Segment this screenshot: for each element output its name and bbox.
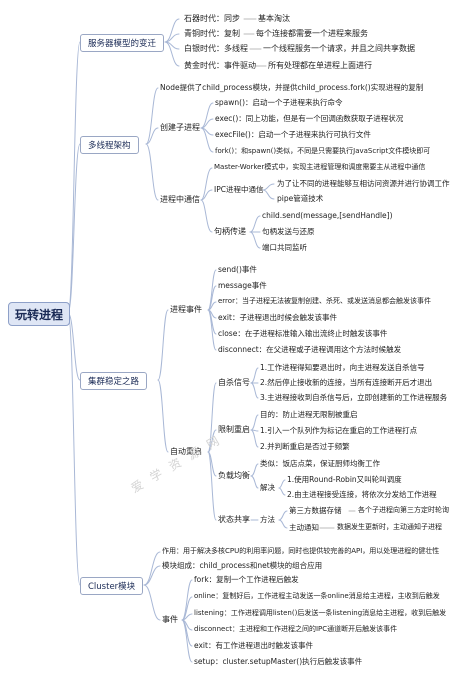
server-era-silver: 白银时代：多线程 — [184, 44, 248, 53]
cluster-event-setup: setup：cluster.setupMaster()执行后触发该事件 — [194, 657, 363, 666]
balance-solve-node[interactable]: 解决 — [260, 483, 275, 492]
load-balance-node[interactable]: 负载均衡 — [218, 471, 250, 480]
event-exit: exit：子进程退出时候会触发该事件 — [218, 313, 337, 322]
ipc-node[interactable]: 进程中通信 — [160, 195, 200, 204]
note-connectors — [243, 18, 356, 529]
cluster-compose: 模块组成：child_process和net模块的组合应用 — [162, 561, 323, 570]
ipc-channel-node[interactable]: IPC进程中通信 — [214, 185, 264, 194]
process-events-node[interactable]: 进程事件 — [170, 305, 202, 314]
server-era-gold: 黄金时代：事件驱动 — [184, 61, 256, 70]
signal-step-2: 2.然后停止接收新的连接，当所有连接断开后才退出 — [260, 378, 433, 387]
handle-restore: 句柄发送与还原 — [262, 227, 315, 236]
limit-queue: 1.引入一个队列作为标记在重启的工作进程打点 — [260, 426, 418, 435]
server-note-stone: 基本淘汰 — [258, 14, 290, 23]
event-send: send()事件 — [218, 265, 257, 274]
servers-node[interactable]: 服务器模型的变迁 — [80, 34, 165, 52]
auto-restart-node[interactable]: 自动重启 — [170, 447, 202, 456]
server-note-bronze: 每个连接都需要一个进程来服务 — [256, 29, 368, 38]
balance-analogy: 类似：饭店点菜，保证厨师均衡工作 — [260, 459, 380, 468]
handle-node[interactable]: 句柄传递 — [214, 227, 246, 236]
cluster-module-node[interactable]: Cluster模块 — [80, 577, 144, 595]
ipc-master: Master-Worker模式中，实现主进程管理和调度需要主从进程中通信 — [214, 163, 426, 171]
cluster-events-node[interactable]: 事件 — [162, 615, 178, 624]
share-notify: 主动通知 — [289, 523, 319, 532]
limit-goal: 目的：防止进程无限制被重启 — [260, 410, 358, 419]
signal-step-1: 1.工作进程得知要退出时，向主进程发送自杀信号 — [260, 363, 425, 372]
ipc-channel-pipe: pipe管道技术 — [277, 194, 324, 203]
share-third-note: 各个子进程向第三方定时轮询 — [358, 506, 449, 514]
create-execfile: execFile()：启动一个子进程来执行可执行文件 — [215, 130, 371, 139]
cluster-stable-node[interactable]: 集群稳定之路 — [80, 372, 148, 390]
server-note-silver: 一个线程服务一个请求，并且之间共享数据 — [263, 44, 415, 53]
balance-dispatch: 2.由主进程接受连接，将依次分发给工作进程 — [287, 490, 437, 499]
server-era-bronze: 青铜时代：复制 — [184, 29, 240, 38]
event-disconnect: disconnect：在父进程或子进程调用这个方法时候触发 — [218, 345, 402, 354]
ipc-channel-purpose: 为了让不同的进程能够互相访问资源并进行协调工作 — [277, 179, 450, 188]
signal-step-3: 3.主进程接收到自杀信号后，立即创建新的工作进程服务 — [260, 393, 448, 402]
cluster-event-online: online：复制好后，工作进程主动发送一条online消息给主进程，主收到后触… — [194, 592, 440, 600]
root-node[interactable]: 玩转进程 — [8, 302, 70, 326]
cluster-event-listening: listening：工作进程调用listen()后发送一条listening消息… — [194, 609, 447, 617]
share-notify-note: 数据发生更新时，主动通知子进程 — [337, 523, 442, 531]
event-message: message事件 — [218, 281, 267, 290]
create-spawn: spawn()：启动一个子进程来执行命令 — [215, 98, 343, 107]
event-close: close：在子进程标准输入输出流终止时触发该事件 — [218, 329, 388, 338]
cluster-event-fork: fork：复制一个工作进程后触发 — [194, 575, 299, 584]
create-exec: exec()：同上功能，但是有一个回调函数获取子进程状况 — [215, 114, 404, 123]
cluster-event-disconnect: disconnect：主进程和工作进程之间的IPC通道断开后触发该事件 — [194, 625, 398, 633]
handle-port: 端口共同监听 — [262, 243, 307, 252]
limit-restart-node[interactable]: 限制重启 — [218, 425, 250, 434]
share-third-party: 第三方数据存储 — [289, 506, 342, 515]
create-process-node[interactable]: 创建子进程 — [160, 123, 200, 132]
multi-intro: Node提供了child_process模块，并提供child_process.… — [160, 83, 424, 92]
handle-send: child.send(message,[sendHandle]) — [262, 211, 393, 220]
cluster-event-exit: exit：有工作进程退出时触发该事件 — [194, 641, 313, 650]
event-error: error：当子进程无法被复制创建、杀死、或发送消息都会触发该事件 — [218, 297, 431, 305]
cluster-use: 作用：用于解决多核CPU的利用率问题，同时也提供较完善的API，用以处理进程的健… — [162, 547, 440, 555]
multi-node[interactable]: 多线程架构 — [80, 136, 139, 154]
main-connectors — [67, 18, 288, 663]
create-fork: fork()：和spawn()类似，不同是只需要执行JavaScript文件模块… — [215, 147, 431, 155]
state-share-node[interactable]: 状态共享 — [218, 515, 250, 524]
limit-frequency: 2.并判断重启是否过于频繁 — [260, 442, 350, 451]
suicide-signal-node[interactable]: 自杀信号 — [218, 378, 250, 387]
server-era-stone: 石器时代：同步 — [184, 14, 240, 23]
server-note-gold: 所有处理都在单进程上面进行 — [268, 61, 372, 70]
share-method-node[interactable]: 方法 — [260, 515, 275, 524]
balance-round-robin: 1.使用Round-Robin又叫轮叫调度 — [287, 475, 402, 484]
